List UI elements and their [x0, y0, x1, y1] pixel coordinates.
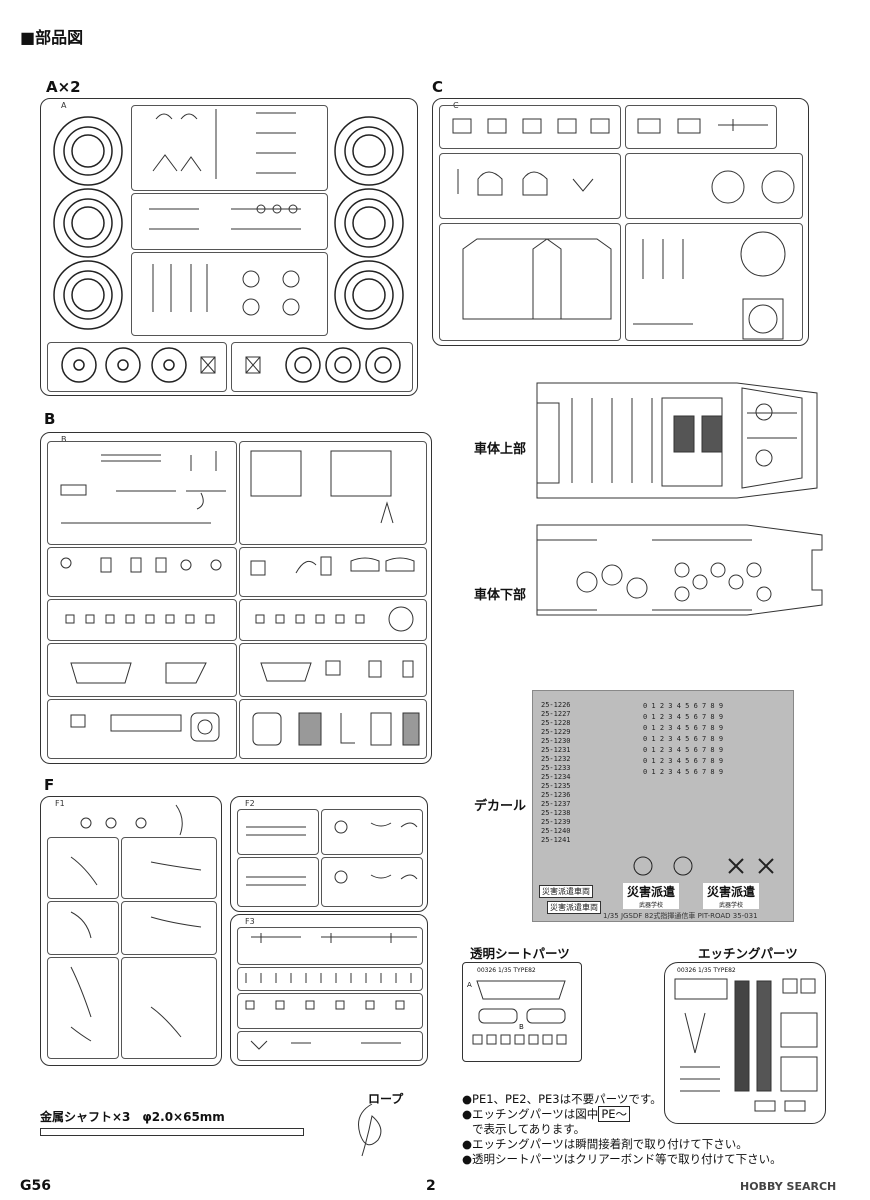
sprue-c-low-right [625, 223, 803, 341]
sprue-f3-tag: F3 [245, 917, 255, 926]
sprue-b-r5-left [47, 699, 237, 759]
sprue-f2: F2 [230, 796, 428, 912]
clear-parts-title: 透明シートパーツ [470, 946, 570, 961]
sprue-b-r4-right [239, 643, 427, 697]
sprue-b-r3-left [47, 599, 237, 641]
sprue-c-mid-right [625, 153, 803, 219]
sprue-f1-cell3 [47, 901, 119, 955]
sprue-f3: F3 [230, 914, 428, 1066]
sprue-f1-tag: F1 [55, 799, 65, 808]
sprue-f1-drawing [70, 804, 202, 1042]
sprue-c-low-left [439, 223, 621, 341]
hull-upper-label: 車体上部 [474, 442, 527, 457]
sprue-a: A [40, 98, 418, 396]
metal-shaft-label: 金属シャフト×3 φ2.0×65mm [40, 1110, 225, 1124]
clear-parts-sheet: 00326 1/35 TYPE82 A B [462, 962, 582, 1062]
note-2-cont: で表示してあります。 [472, 1122, 586, 1136]
sprue-f1-cell6 [121, 957, 217, 1059]
sprue-a-tag: A [61, 101, 67, 110]
sprue-b-r2-left [47, 547, 237, 597]
clear-parts-code: 00326 1/35 TYPE82 [477, 967, 536, 974]
rope-drawing [358, 1103, 382, 1157]
note-2-pe-box: PE～ [598, 1106, 631, 1122]
sprue-f3-cell2 [237, 967, 423, 991]
section-f-label: F [44, 776, 55, 794]
decal-sheet: 25-1226 25-1227 25-1228 25-1229 25-1230 … [532, 690, 794, 922]
sprue-f1-cell2 [121, 837, 217, 899]
sprue-f2-cell4 [321, 857, 423, 907]
note-3: ●エッチングパーツは瞬間接着剤で取り付けて下さい。 [462, 1137, 748, 1151]
sprue-b-r2-right [239, 547, 427, 597]
note-1: ●PE1、PE2、PE3は不要パーツです。 [462, 1092, 662, 1106]
metal-shaft-drawing [40, 1128, 304, 1136]
sprue-f2-cell3 [237, 857, 319, 907]
sprue-b-drawing [60, 450, 420, 746]
sprue-f3-cell3 [237, 993, 423, 1029]
sprue-f2-drawing [246, 820, 418, 886]
decal-footer: 1/35 JGSDF 82式指揮通信車 PIT-ROAD 35-031 [603, 912, 758, 920]
etching-parts-drawing [674, 978, 818, 1112]
page-title: ■部品図 [20, 28, 84, 47]
sprue-a-inner-low [131, 252, 328, 336]
hull-lower-label: 車体下部 [474, 588, 527, 603]
sprue-a-bottom-left [47, 342, 227, 392]
etching-parts-sheet: 00326 1/35 TYPE82 [664, 962, 826, 1124]
section-b-label: B [44, 410, 56, 428]
sprue-b-tag: B [61, 435, 67, 444]
sprue-a-inner-top [131, 105, 328, 191]
sprue-f1-cell5 [47, 957, 119, 1059]
section-c-label: C [432, 78, 444, 96]
sprue-c-top-right [625, 105, 777, 149]
section-a-label: A×2 [46, 78, 81, 96]
sprue-b-r1-left [47, 441, 237, 545]
hull-lower-drawing [536, 524, 823, 616]
sprue-b-r3-right [239, 599, 427, 641]
footer-code: G56 [20, 1178, 51, 1194]
sprue-c-drawing [452, 118, 795, 340]
decal-emblems [633, 856, 774, 876]
etching-parts-code: 00326 1/35 TYPE82 [677, 967, 736, 974]
sprue-f1-cell1 [47, 837, 119, 899]
sprue-f2-cell2 [321, 809, 423, 855]
clear-part-b-label: B [519, 1023, 524, 1031]
sprue-b-r1-right [239, 441, 427, 545]
note-4: ●透明シートパーツはクリアーボンド等で取り付けて下さい。 [462, 1152, 782, 1166]
sprue-b: B [40, 432, 432, 764]
page-number: 2 [426, 1178, 436, 1194]
sprue-f2-tag: F2 [245, 799, 255, 808]
sprue-a-inner-mid [131, 193, 328, 250]
decal-disaster-small-1: 災害派遣車両 [539, 885, 593, 898]
decal-serial-col: 25-1226 25-1227 25-1228 25-1229 25-1230 … [541, 701, 571, 844]
sprue-f3-cell4 [237, 1031, 423, 1061]
sprue-f3-drawing [245, 933, 417, 1050]
sprue-c-mid-left [439, 153, 621, 219]
sprue-b-r5-right [239, 699, 427, 759]
rope-label: ロープ [368, 1092, 404, 1106]
clear-part-a-label: A [467, 981, 472, 989]
decal-label: デカール [474, 799, 527, 814]
decal-disaster-small-2: 災害派遣車両 [547, 901, 601, 914]
sprue-c: C [432, 98, 809, 346]
sprue-f1: F1 [40, 796, 222, 1066]
watermark: HOBBY SEARCH [740, 1180, 837, 1193]
sprue-f2-cell1 [237, 809, 319, 855]
etching-parts-title: エッチングパーツ [698, 946, 798, 961]
sprue-f3-cell1 [237, 927, 423, 965]
sprue-b-r4-left [47, 643, 237, 697]
decal-disaster-big-1: 災害派遣 武器学校 [623, 883, 680, 909]
sprue-a-drawing [53, 109, 404, 383]
sprue-a-bottom-right [231, 342, 413, 392]
clear-parts-drawing [472, 980, 567, 1045]
hull-upper-drawing [536, 382, 818, 499]
sprue-c-top-row [439, 105, 621, 149]
decal-disaster-big-2: 災害派遣 武器学校 [703, 883, 760, 909]
decal-digits-col: 0 1 2 3 4 5 6 7 8 9 0 1 2 3 4 5 6 7 8 9 … [643, 702, 724, 776]
sprue-f1-cell4 [121, 901, 217, 955]
